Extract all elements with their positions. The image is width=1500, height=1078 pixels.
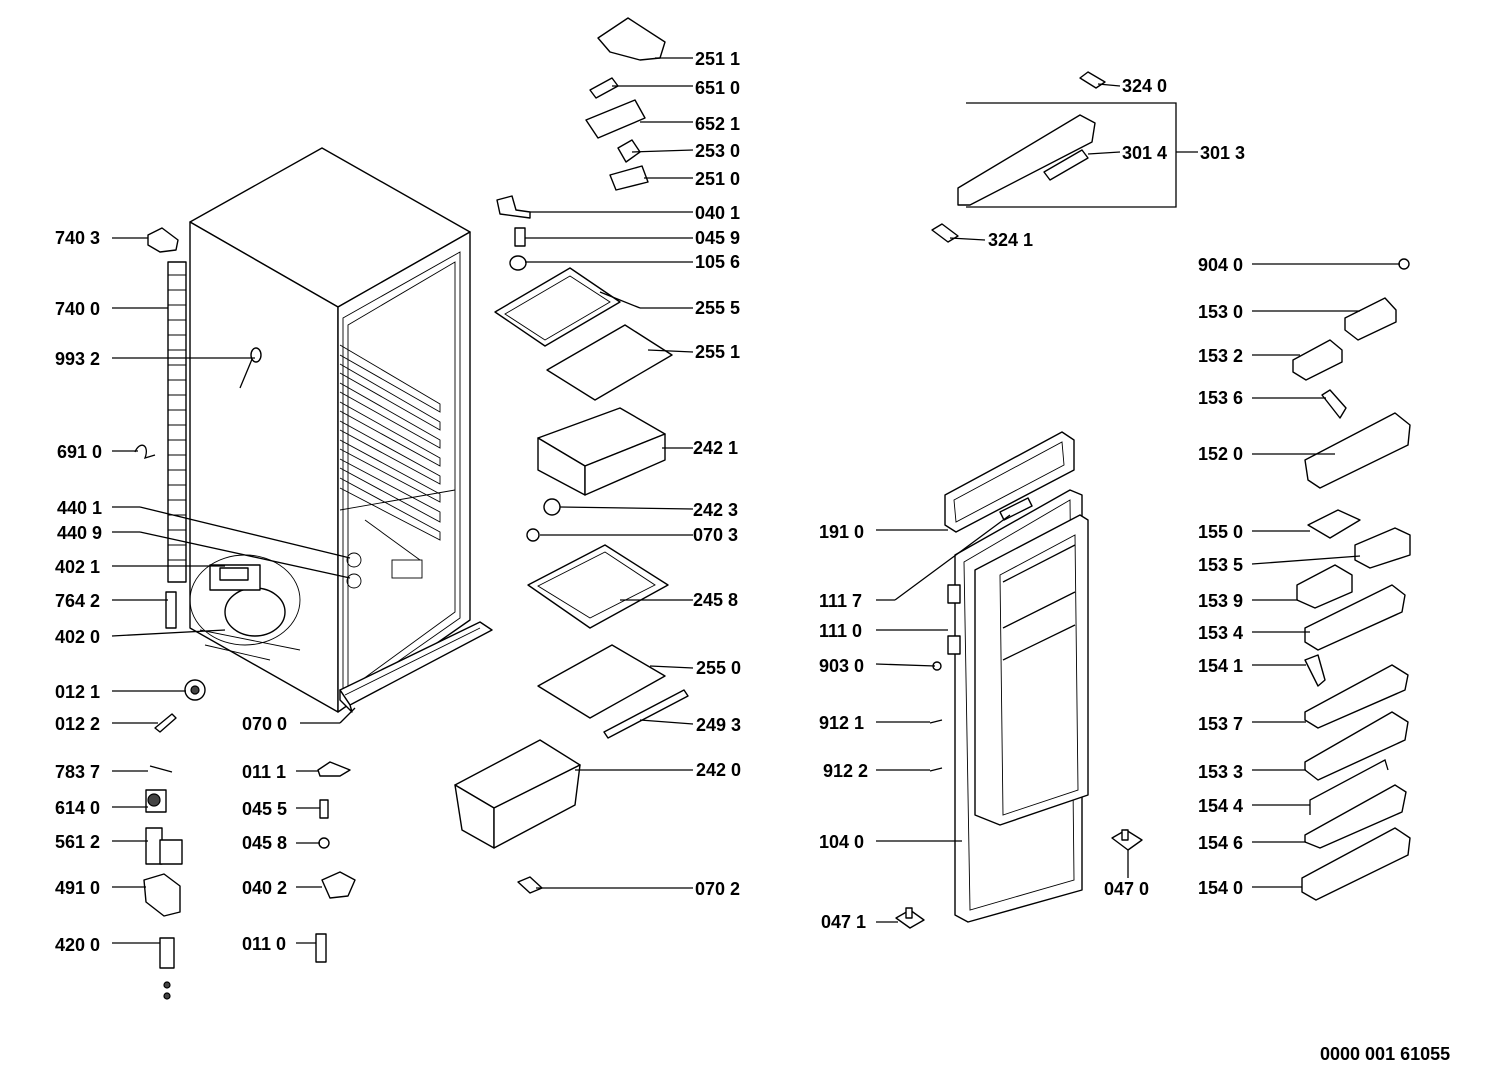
label-402-0: 402 0 <box>55 627 100 647</box>
label-153-4: 153 4 <box>1198 623 1243 643</box>
label-104-0: 104 0 <box>819 832 864 852</box>
door-shelves <box>1292 258 1411 901</box>
label-154-6: 154 6 <box>1198 833 1243 853</box>
label-070-2: 070 2 <box>695 879 740 899</box>
label-153-2: 153 2 <box>1198 346 1243 366</box>
label-040-2: 040 2 <box>242 878 287 898</box>
label-440-1: 440 1 <box>57 498 102 518</box>
label-251-0: 251 0 <box>695 169 740 189</box>
label-111-0: 111 0 <box>819 621 862 641</box>
label-904-0: 904 0 <box>1198 255 1243 275</box>
label-242-3: 242 3 <box>693 500 738 520</box>
label-153-7: 153 7 <box>1198 714 1243 734</box>
label-105-6: 105 6 <box>695 252 740 272</box>
label-402-1: 402 1 <box>55 557 100 577</box>
label-301-4: 301 4 <box>1122 143 1167 163</box>
label-152-0: 152 0 <box>1198 444 1243 464</box>
label-251-1: 251 1 <box>695 49 740 69</box>
label-242-1: 242 1 <box>693 438 738 458</box>
label-154-4: 154 4 <box>1198 796 1243 816</box>
label-614-0: 614 0 <box>55 798 100 818</box>
part-labels: 251 1 651 0 652 1 253 0 251 0 040 1 045 … <box>55 49 1450 1064</box>
center-parts <box>454 17 689 894</box>
label-491-0: 491 0 <box>55 878 100 898</box>
label-420-0: 420 0 <box>55 935 100 955</box>
label-047-1: 047 1 <box>821 912 866 932</box>
label-045-8: 045 8 <box>242 833 287 853</box>
fridge-cabinet <box>134 147 493 713</box>
label-111-7: 111 7 <box>819 591 862 611</box>
label-070-3: 070 3 <box>693 525 738 545</box>
label-993-2: 993 2 <box>55 349 100 369</box>
label-245-8: 245 8 <box>693 590 738 610</box>
label-249-3: 249 3 <box>696 715 741 735</box>
label-153-6: 153 6 <box>1198 388 1243 408</box>
label-153-9: 153 9 <box>1198 591 1243 611</box>
label-903-0: 903 0 <box>819 656 864 676</box>
label-912-1: 912 1 <box>819 713 864 733</box>
label-045-5: 045 5 <box>242 799 287 819</box>
label-012-2: 012 2 <box>55 714 100 734</box>
label-691-0: 691 0 <box>57 442 102 462</box>
control-panel-assembly <box>931 71 1177 243</box>
label-154-0: 154 0 <box>1198 878 1243 898</box>
label-155-0: 155 0 <box>1198 522 1243 542</box>
label-255-0: 255 0 <box>696 658 741 678</box>
label-764-2: 764 2 <box>55 591 100 611</box>
label-255-5: 255 5 <box>695 298 740 318</box>
label-153-0: 153 0 <box>1198 302 1243 322</box>
left-small-parts <box>143 679 356 1000</box>
label-011-1: 011 1 <box>242 762 286 782</box>
label-045-9: 045 9 <box>695 228 740 248</box>
label-324-1: 324 1 <box>988 230 1033 250</box>
label-070-0: 070 0 <box>242 714 287 734</box>
label-253-0: 253 0 <box>695 141 740 161</box>
label-154-1: 154 1 <box>1198 656 1243 676</box>
label-047-0: 047 0 <box>1104 879 1149 899</box>
label-301-3: 301 3 <box>1200 143 1245 163</box>
label-651-0: 651 0 <box>695 78 740 98</box>
label-011-0: 011 0 <box>242 934 286 954</box>
label-242-0: 242 0 <box>696 760 741 780</box>
label-040-1: 040 1 <box>695 203 740 223</box>
label-561-2: 561 2 <box>55 832 100 852</box>
label-912-2: 912 2 <box>823 761 868 781</box>
leader-lines <box>111 57 1400 944</box>
label-153-3: 153 3 <box>1198 762 1243 782</box>
label-012-1: 012 1 <box>55 682 100 702</box>
label-153-5: 153 5 <box>1198 555 1243 575</box>
label-191-0: 191 0 <box>819 522 864 542</box>
label-440-9: 440 9 <box>57 523 102 543</box>
door-assembly <box>895 431 1143 929</box>
label-783-7: 783 7 <box>55 762 100 782</box>
label-324-0: 324 0 <box>1122 76 1167 96</box>
label-740-0: 740 0 <box>55 299 100 319</box>
label-652-1: 652 1 <box>695 114 740 134</box>
label-740-3: 740 3 <box>55 228 100 248</box>
document-number: 0000 001 61055 <box>1320 1044 1450 1064</box>
label-255-1: 255 1 <box>695 342 740 362</box>
